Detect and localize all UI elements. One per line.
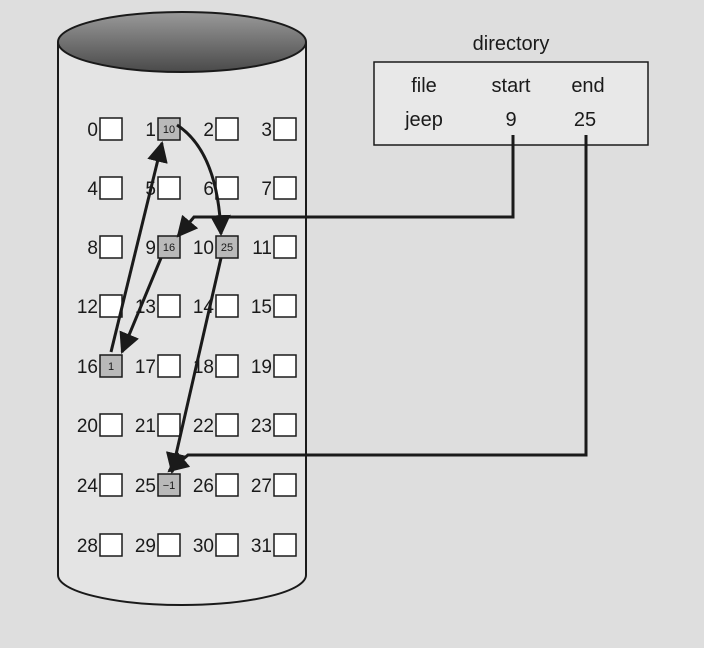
block-17 — [157, 354, 181, 378]
link-9-to-16-arrow — [119, 257, 163, 354]
block-number-30: 30 — [193, 536, 214, 557]
block-pointer-16: 1 — [108, 361, 114, 373]
row-file: jeep — [404, 109, 443, 131]
block-19 — [273, 354, 297, 378]
block-number-25: 25 — [135, 476, 156, 497]
header-file: file — [411, 75, 437, 97]
block-28 — [99, 533, 123, 557]
block-number-3: 3 — [261, 120, 272, 141]
block-15 — [273, 294, 297, 318]
block-16 — [99, 354, 123, 378]
block-pointer-25: −1 — [163, 480, 176, 492]
block-number-22: 22 — [193, 416, 214, 437]
block-6 — [215, 176, 239, 200]
block-2 — [215, 117, 239, 141]
link-1-to-10-arrow — [176, 123, 231, 237]
block-number-2: 2 — [203, 120, 214, 141]
block-number-16: 16 — [77, 357, 98, 378]
block-number-11: 11 — [252, 238, 272, 259]
block-20 — [99, 413, 123, 437]
block-number-24: 24 — [77, 476, 99, 497]
block-number-27: 27 — [251, 476, 272, 497]
block-number-17: 17 — [135, 357, 156, 378]
block-number-0: 0 — [87, 120, 98, 141]
header-start: start — [492, 75, 531, 97]
disk-top — [57, 11, 307, 73]
block-number-31: 31 — [251, 536, 272, 557]
block-18 — [215, 354, 239, 378]
block-3 — [273, 117, 297, 141]
block-5 — [157, 176, 181, 200]
block-number-29: 29 — [135, 536, 156, 557]
block-pointer-1: 10 — [163, 124, 175, 136]
block-number-8: 8 — [87, 238, 98, 259]
block-number-19: 19 — [251, 357, 272, 378]
block-number-4: 4 — [87, 179, 98, 200]
block-number-1: 1 — [145, 120, 156, 141]
start-pointer-arrow — [176, 135, 515, 238]
block-27 — [273, 473, 297, 497]
block-12 — [99, 294, 123, 318]
block-24 — [99, 473, 123, 497]
directory-table: directory file start end jeep 9 25 — [373, 33, 649, 146]
row-start: 9 — [505, 109, 516, 131]
link-16-to-1-arrow — [109, 140, 168, 353]
block-number-7: 7 — [261, 179, 272, 200]
block-number-28: 28 — [77, 536, 98, 557]
block-14 — [215, 294, 239, 318]
pointer-arrows — [109, 123, 588, 475]
block-pointer-10: 25 — [221, 242, 233, 254]
block-30 — [215, 533, 239, 557]
block-9 — [157, 235, 181, 259]
block-7 — [273, 176, 297, 200]
link-10-to-25-arrow — [165, 257, 223, 475]
block-number-26: 26 — [193, 476, 214, 497]
block-11 — [273, 235, 297, 259]
block-number-10: 10 — [193, 238, 214, 259]
directory-title: directory — [473, 33, 550, 55]
block-number-12: 12 — [77, 297, 98, 318]
block-4 — [99, 176, 123, 200]
directory-box — [373, 61, 649, 146]
block-22 — [215, 413, 239, 437]
block-31 — [273, 533, 297, 557]
block-21 — [157, 413, 181, 437]
block-number-15: 15 — [251, 297, 272, 318]
block-26 — [215, 473, 239, 497]
block-0 — [99, 117, 123, 141]
block-number-13: 13 — [135, 297, 156, 318]
block-1 — [157, 117, 181, 141]
row-end: 25 — [574, 109, 596, 131]
block-number-20: 20 — [77, 416, 98, 437]
block-8 — [99, 235, 123, 259]
block-number-23: 23 — [251, 416, 272, 437]
block-23 — [273, 413, 297, 437]
block-pointer-9: 16 — [163, 242, 175, 254]
block-number-9: 9 — [145, 238, 156, 259]
block-number-21: 21 — [135, 416, 156, 437]
header-end: end — [571, 75, 604, 97]
block-13 — [157, 294, 181, 318]
block-number-6: 6 — [203, 179, 214, 200]
block-29 — [157, 533, 181, 557]
